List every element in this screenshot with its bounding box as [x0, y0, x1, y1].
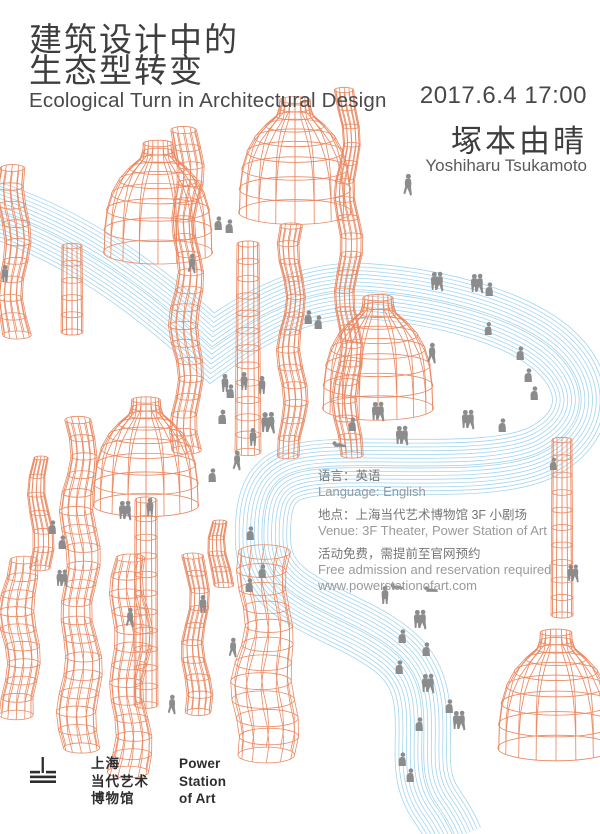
info-venue-zh: 地点：上海当代艺术博物馆 3F 小剧场 — [318, 508, 528, 522]
info-language-en: Language: English — [318, 484, 426, 499]
psa-logo-zh-line1: 上海 — [91, 756, 120, 771]
psa-logo-icon — [30, 757, 56, 783]
wireframe-towers — [0, 86, 574, 779]
psa-logo-text-en: Power Station of Art — [179, 755, 226, 808]
info-website: www.powerstationofart.com — [318, 578, 477, 593]
wireframe-domes — [92, 96, 600, 762]
info-language-zh: 语言：英语 — [318, 469, 381, 483]
speaker-name-en: Yoshiharu Tsukamoto — [425, 156, 587, 175]
speaker-name-zh: 塚本由晴 — [451, 124, 587, 159]
event-datetime: 2017.6.4 17:00 — [419, 82, 587, 109]
psa-logo-zh-line3: 博物馆 — [91, 791, 135, 806]
info-venue-en: Venue: 3F Theater, Power Station of Art — [318, 523, 547, 538]
info-admission-en: Free admission and reservation required — [318, 562, 552, 577]
psa-logo: 上海 当代艺术 博物馆 Power Station of Art — [30, 755, 226, 808]
title-zh-line1: 建筑设计中的 — [29, 21, 239, 58]
title-zh-line2: 生态型转变 — [29, 52, 204, 89]
psa-logo-en-line3: of Art — [179, 791, 216, 806]
psa-logo-en-line2: Station — [179, 773, 227, 789]
psa-logo-en-line1: Power — [179, 756, 221, 771]
info-block: 语言：英语 Language: English 地点：上海当代艺术博物馆 3F … — [318, 468, 551, 594]
title-block: 建筑设计中的 生态型转变 Ecological Turn in Architec… — [29, 21, 387, 113]
title-en: Ecological Turn in Architectural Design — [29, 89, 387, 112]
info-admission-zh: 活动免费，需提前至官网预约 — [318, 547, 481, 561]
psa-logo-text-zh: 上海 当代艺术 博物馆 — [91, 755, 149, 808]
river-ribbon — [0, 182, 600, 834]
psa-logo-zh-line2: 当代艺术 — [91, 773, 149, 789]
